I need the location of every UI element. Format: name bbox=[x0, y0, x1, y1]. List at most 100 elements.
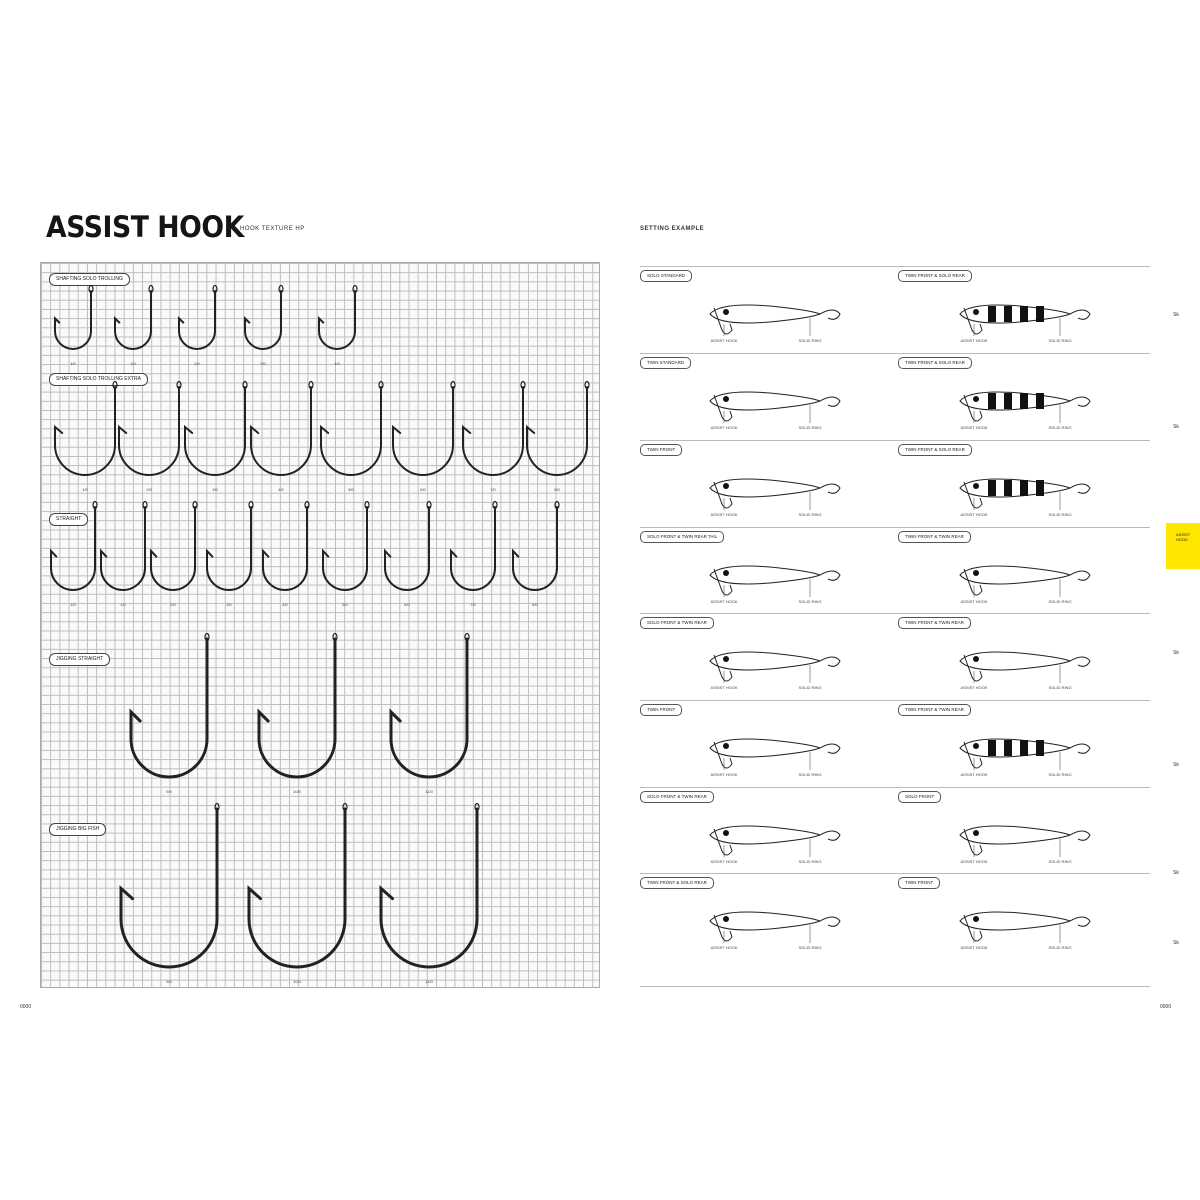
hook-shape bbox=[462, 386, 524, 476]
row-divider bbox=[640, 527, 1150, 528]
callout-line bbox=[973, 665, 1061, 683]
jig-eye bbox=[723, 743, 729, 749]
rig-label: TWIN FRONT & SOLO REAR bbox=[898, 270, 972, 282]
side-tab-marker[interactable]: Sk bbox=[1173, 650, 1179, 656]
side-tab-marker[interactable]: Sk bbox=[1173, 940, 1179, 946]
jig-stripe bbox=[1004, 480, 1012, 496]
rear-hook bbox=[1069, 483, 1091, 494]
callout-solid-ring: SOLID RING bbox=[1048, 512, 1072, 517]
front-assist-hook bbox=[713, 394, 733, 422]
rear-hook bbox=[1069, 656, 1091, 667]
rear-hook bbox=[819, 830, 841, 841]
hook-shape bbox=[247, 807, 347, 969]
hook-size-label: 1/0 bbox=[70, 602, 76, 607]
hook-shape bbox=[150, 506, 196, 591]
callout-line bbox=[973, 405, 1061, 423]
front-assist-hook bbox=[713, 828, 733, 856]
rig-illustration bbox=[709, 651, 841, 683]
jig-stripe bbox=[1004, 306, 1012, 322]
jig-stripe bbox=[988, 480, 996, 496]
hook-drawing bbox=[389, 632, 470, 779]
front-assist-hook bbox=[963, 914, 983, 942]
rig-illustration bbox=[709, 304, 841, 336]
jig-eye bbox=[973, 743, 979, 749]
callout-assist-hook: ASSIST HOOK bbox=[960, 772, 988, 777]
hook-drawing bbox=[257, 632, 338, 779]
front-assist-hook bbox=[713, 307, 733, 335]
callout-assist-hook: ASSIST HOOK bbox=[960, 425, 988, 430]
page-title: ASSIST HOOK bbox=[46, 210, 244, 244]
hook-shape bbox=[526, 386, 588, 476]
hook-drawing bbox=[320, 380, 384, 476]
page-number-right: 0000 bbox=[1160, 1004, 1172, 1010]
hook-shape bbox=[262, 506, 308, 591]
jig-eye bbox=[973, 396, 979, 402]
hook-size-label: 7/0 bbox=[470, 602, 476, 607]
callout-solid-ring: SOLID RING bbox=[798, 772, 822, 777]
hook-size-label: 9/0 bbox=[166, 789, 172, 794]
rig-label: SOLO FRONT & TWIN REAR TAIL bbox=[640, 531, 725, 543]
side-tab-marker[interactable]: Sk bbox=[1173, 424, 1179, 430]
hook-shape bbox=[512, 506, 558, 591]
section-tab-highlight[interactable] bbox=[1166, 523, 1200, 569]
hook-size-label: 1/0 bbox=[120, 602, 126, 607]
hook-drawing bbox=[54, 284, 94, 350]
rig-illustration bbox=[959, 304, 1091, 336]
rig-illustration bbox=[709, 478, 841, 510]
hook-drawing bbox=[250, 380, 314, 476]
hook-shape bbox=[50, 506, 96, 591]
callout-line bbox=[723, 839, 811, 857]
rear-hook bbox=[819, 570, 841, 581]
hook-section-label: SHAFTING SOLO TROLLING EXTRA bbox=[49, 373, 148, 386]
hook-shape bbox=[119, 807, 219, 969]
side-tab-marker[interactable]: Sk bbox=[1173, 762, 1179, 768]
hook-drawing bbox=[247, 802, 348, 969]
front-assist-hook bbox=[963, 828, 983, 856]
side-tab-marker[interactable]: Sk bbox=[1173, 870, 1179, 876]
hook-shape bbox=[129, 637, 209, 779]
rig-label: TWIN FRONT bbox=[898, 877, 941, 889]
front-assist-hook bbox=[963, 394, 983, 422]
front-assist-hook bbox=[963, 741, 983, 769]
callout-assist-hook: ASSIST HOOK bbox=[960, 512, 988, 517]
callout-assist-hook: ASSIST HOOK bbox=[960, 685, 988, 690]
callout-line bbox=[723, 579, 811, 597]
rig-illustration bbox=[959, 478, 1091, 510]
hook-drawing bbox=[244, 284, 284, 350]
rear-hook bbox=[1069, 830, 1091, 841]
rear-hook bbox=[819, 483, 841, 494]
callout-assist-hook: ASSIST HOOK bbox=[960, 599, 988, 604]
hook-drawing bbox=[100, 500, 148, 591]
rig-label: TWIN FRONT & SOLO REAR bbox=[640, 877, 714, 889]
hook-section-label: SHAFTING SOLO TROLLING bbox=[49, 273, 130, 286]
hook-shape bbox=[206, 506, 252, 591]
hook-drawing bbox=[512, 500, 560, 591]
jig-eye bbox=[973, 483, 979, 489]
hook-shape bbox=[244, 290, 282, 350]
page-number-left: 0000 bbox=[20, 1004, 32, 1010]
front-assist-hook bbox=[963, 481, 983, 509]
callout-line bbox=[973, 839, 1061, 857]
hook-drawing bbox=[450, 500, 498, 591]
hook-size-label: 11/0 bbox=[425, 789, 433, 794]
hook-shape bbox=[178, 290, 216, 350]
hook-shape bbox=[379, 807, 479, 969]
callout-assist-hook: ASSIST HOOK bbox=[710, 685, 738, 690]
callout-line bbox=[723, 405, 811, 423]
callout-assist-hook: ASSIST HOOK bbox=[710, 859, 738, 864]
hook-shape bbox=[322, 506, 368, 591]
callout-line bbox=[723, 318, 811, 336]
side-tab-marker[interactable]: Sk bbox=[1173, 312, 1179, 318]
hook-shape bbox=[114, 290, 152, 350]
callout-solid-ring: SOLID RING bbox=[798, 338, 822, 343]
jig-stripe bbox=[1020, 393, 1028, 409]
jig-stripe bbox=[1004, 740, 1012, 756]
callout-solid-ring: SOLID RING bbox=[1048, 338, 1072, 343]
hook-size-label: 5/0 bbox=[342, 602, 348, 607]
hook-shape bbox=[320, 386, 382, 476]
callout-line bbox=[723, 665, 811, 683]
jig-eye bbox=[973, 656, 979, 662]
hook-shape bbox=[392, 386, 454, 476]
